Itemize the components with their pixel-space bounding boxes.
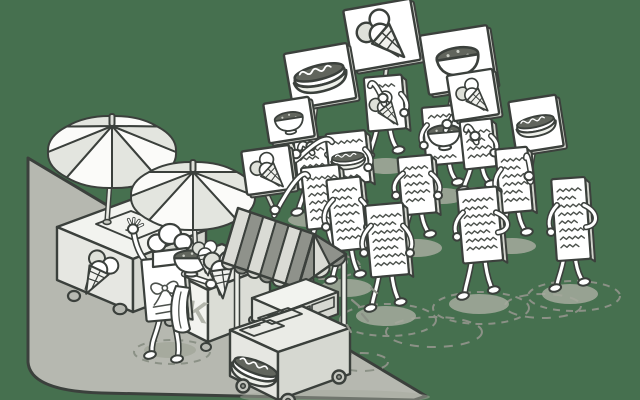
umbrella-1	[46, 113, 178, 226]
chef-station: K	[126, 216, 272, 365]
picket-sign-bowl-of-food	[262, 95, 319, 147]
picket-sign-ice-cream	[445, 67, 504, 125]
protester-p5-receipt	[488, 93, 568, 254]
picket-sign-hot-dog	[282, 41, 361, 113]
protest-crowd	[240, 0, 621, 337]
protester-p1-menu-icecream	[342, 0, 426, 174]
hotdog-cart	[220, 206, 352, 400]
protester-p9-receipt	[390, 153, 443, 257]
protester-p11-receipt	[339, 201, 437, 337]
protester-p6-receipt	[527, 175, 621, 312]
picket-sign-ice-cream	[342, 0, 426, 75]
stray-dashes	[345, 286, 379, 334]
picket-sign-hot-dog	[507, 93, 568, 157]
picket-sign-ice-cream	[240, 143, 299, 199]
protester-p12-receipt	[432, 185, 530, 325]
